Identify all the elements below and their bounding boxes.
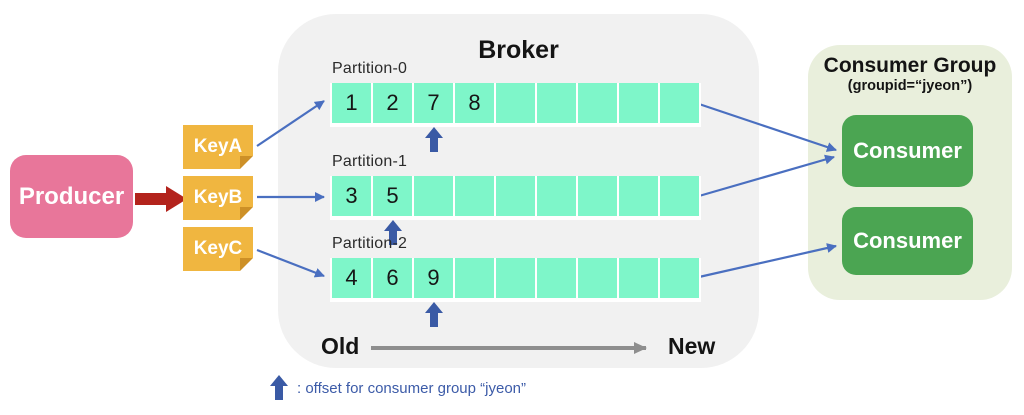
key-note-keya: KeyA bbox=[183, 125, 253, 169]
partition-cell-empty bbox=[660, 258, 699, 298]
keya-to-partition0-arrow bbox=[256, 100, 325, 147]
partition-cell-empty bbox=[578, 83, 617, 123]
key-label: KeyB bbox=[193, 187, 243, 208]
key-label: KeyC bbox=[193, 238, 243, 259]
partition-label: Partition-0 bbox=[332, 60, 408, 77]
partition2-to-consumer2-arrow bbox=[698, 243, 837, 279]
partition-cell-empty bbox=[537, 83, 576, 123]
key-note-keyc: KeyC bbox=[183, 227, 253, 271]
offset-arrow-head bbox=[383, 220, 402, 231]
timeline-new-label: New bbox=[668, 333, 716, 359]
partition-cell-empty bbox=[660, 83, 699, 123]
partition-cell-empty bbox=[660, 176, 699, 216]
partition-cell-empty bbox=[496, 83, 535, 123]
partition-cell-empty bbox=[619, 176, 658, 216]
partition-cell: 7 bbox=[414, 83, 453, 123]
partition-cell-empty bbox=[578, 176, 617, 216]
consumer-group-id: (groupid=“jyeon”) bbox=[847, 78, 973, 94]
partition-label: Partition-1 bbox=[332, 153, 408, 170]
partition0-to-consumer1-arrow bbox=[698, 102, 837, 152]
partition-cell: 1 bbox=[332, 83, 371, 123]
offset-arrow-icon bbox=[383, 220, 402, 246]
offset-arrow-stem bbox=[429, 313, 438, 327]
producer-label: Producer bbox=[18, 182, 125, 210]
partition1-to-consumer1-arrow bbox=[698, 154, 835, 198]
broker-title: Broker bbox=[478, 36, 559, 64]
partition-cell-empty bbox=[414, 176, 453, 216]
partition-cell-empty bbox=[496, 258, 535, 298]
partition-cell: 8 bbox=[455, 83, 494, 123]
offset-arrow-icon bbox=[424, 127, 443, 153]
partition-cell: 9 bbox=[414, 258, 453, 298]
offset-arrow-head bbox=[424, 127, 443, 138]
partition-cell-empty bbox=[537, 258, 576, 298]
key-label: KeyA bbox=[193, 136, 243, 157]
partition-cell-empty bbox=[619, 83, 658, 123]
producer-node: Producer bbox=[10, 155, 133, 238]
partition-cell-empty bbox=[496, 176, 535, 216]
consumer-node: Consumer bbox=[842, 207, 973, 275]
consumer-group-panel: Consumer Group (groupid=“jyeon”) Consume… bbox=[808, 45, 1012, 300]
partition-cell-empty bbox=[619, 258, 658, 298]
offset-arrow-icon bbox=[270, 375, 288, 401]
partition-cell-empty bbox=[537, 176, 576, 216]
partition-cell-empty bbox=[455, 258, 494, 298]
consumer-label: Consumer bbox=[853, 228, 962, 253]
partition-cell: 3 bbox=[332, 176, 371, 216]
offset-arrow-head bbox=[424, 302, 443, 313]
offset-arrow-stem bbox=[429, 138, 438, 152]
consumer-node: Consumer bbox=[842, 115, 973, 187]
partition-cell: 6 bbox=[373, 258, 412, 298]
producer-to-key-arrow bbox=[135, 186, 187, 212]
partition-label: Partition-2 bbox=[332, 235, 408, 252]
offset-arrow-head bbox=[270, 375, 288, 386]
partition-cell: 5 bbox=[373, 176, 412, 216]
offset-arrow-stem bbox=[275, 386, 283, 400]
partition-cell-empty bbox=[578, 258, 617, 298]
offset-arrow-stem bbox=[388, 231, 397, 245]
partition-cell-empty bbox=[455, 176, 494, 216]
partition-cell: 4 bbox=[332, 258, 371, 298]
partition-cell: 2 bbox=[373, 83, 412, 123]
consumer-label: Consumer bbox=[853, 138, 962, 163]
offset-legend-text: : offset for consumer group “jyeon” bbox=[297, 380, 526, 397]
key-note-keyb: KeyB bbox=[183, 176, 253, 220]
timeline-old-label: Old bbox=[321, 333, 360, 359]
keyc-to-partition2-arrow bbox=[256, 248, 325, 278]
offset-arrow-icon bbox=[424, 302, 443, 328]
consumer-group-title: Consumer Group bbox=[823, 54, 997, 77]
